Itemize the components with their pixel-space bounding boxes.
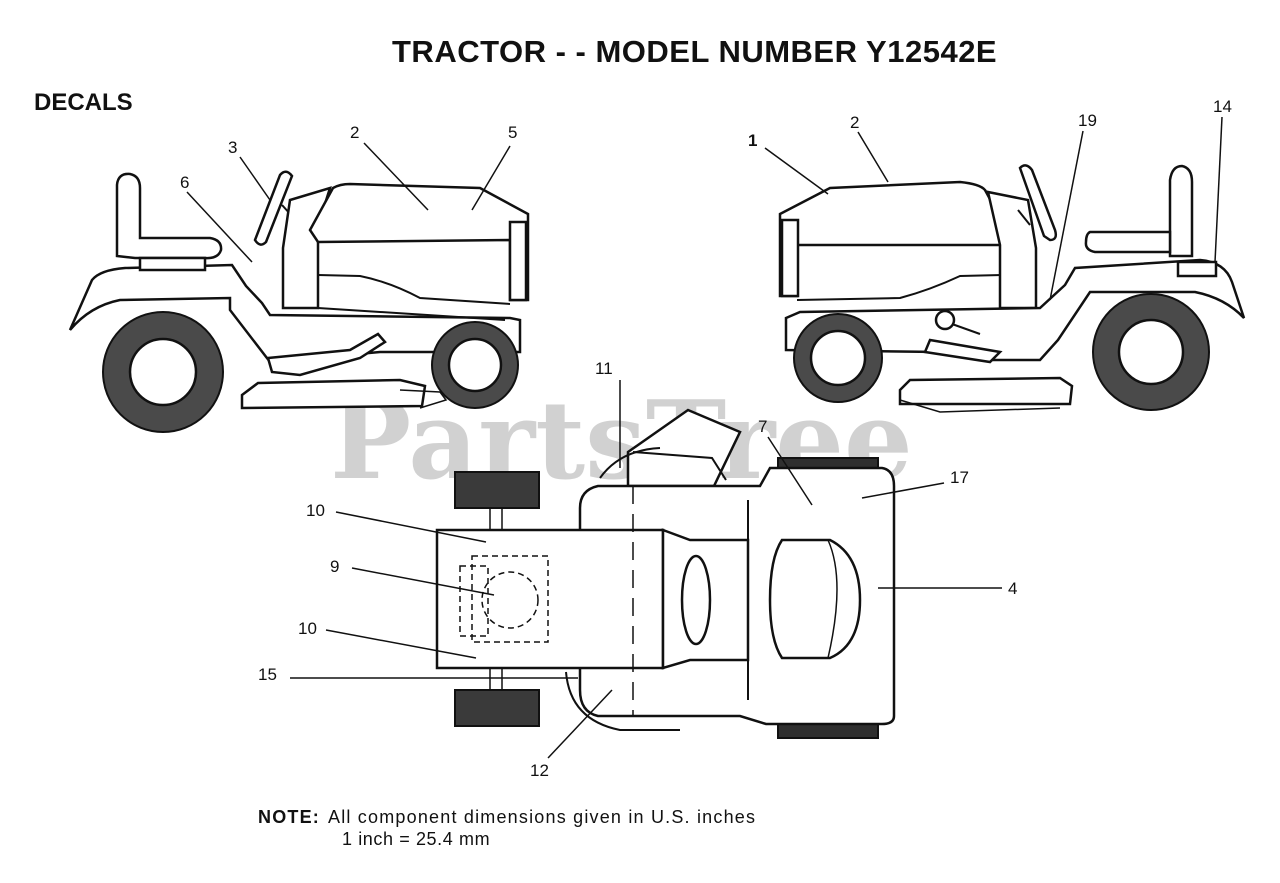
tractor-right-side-view <box>778 164 1246 413</box>
top-rear-tire-upper <box>454 471 540 509</box>
callout-3: 3 <box>228 138 237 157</box>
note-line-2: 1 inch = 25.4 mm <box>342 829 491 849</box>
tractor-left-side-view <box>68 170 530 433</box>
section-heading: DECALS <box>34 89 133 116</box>
callout-11: 11 <box>595 359 613 378</box>
callout-7: 7 <box>758 417 767 436</box>
leader-lines <box>186 116 1223 759</box>
callout-10-lower: 10 <box>298 619 317 638</box>
callout-1: 1 <box>748 131 757 150</box>
diagram-title: TRACTOR - - MODEL NUMBER Y12542E <box>392 34 998 69</box>
callout-2-right: 2 <box>850 113 859 132</box>
callout-17: 17 <box>950 468 969 487</box>
top-rear-tire-lower <box>454 689 540 727</box>
callout-5: 5 <box>508 123 517 142</box>
callout-6: 6 <box>180 173 189 192</box>
note-line-1: All component dimensions given in U.S. i… <box>328 807 757 827</box>
callout-14: 14 <box>1213 97 1232 116</box>
callout-19: 19 <box>1078 111 1097 130</box>
note-label: NOTE: <box>258 807 320 827</box>
callout-2-left: 2 <box>350 123 359 142</box>
callout-4: 4 <box>1008 579 1017 598</box>
tractor-top-view <box>435 408 896 739</box>
callout-labels: 2 5 3 6 1 2 19 14 11 7 17 4 10 9 10 15 1… <box>180 97 1232 780</box>
callout-15: 15 <box>258 665 277 684</box>
callout-10-upper: 10 <box>306 501 325 520</box>
callout-12: 12 <box>530 761 549 780</box>
callout-9: 9 <box>330 557 339 576</box>
dimension-note: NOTE: All component dimensions given in U… <box>258 806 756 850</box>
